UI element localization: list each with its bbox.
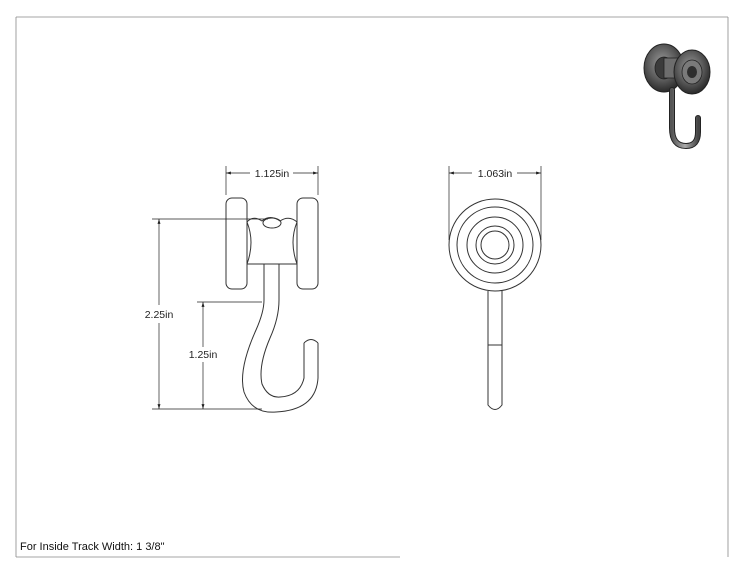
left-wheel: [225, 197, 248, 290]
track-width-note: For Inside Track Width: 1 3/8": [20, 541, 165, 553]
side-view: [448, 198, 542, 410]
hook-stem: [487, 291, 503, 410]
dimension-overall-height: 2.25in: [145, 218, 268, 410]
wheel-outer-rim: [448, 198, 542, 292]
right-wheel: [296, 197, 319, 290]
dimension-hook-height: 1.25in: [189, 301, 262, 409]
dimension-label-overall-height: 2.25in: [145, 309, 174, 321]
front-view: [225, 197, 319, 413]
dimension-label-front-width: 1.125in: [255, 168, 290, 180]
isometric-thumbnail: [643, 43, 711, 150]
dimension-label-side-width: 1.063in: [478, 168, 513, 180]
sheet-border: [15, 16, 729, 558]
dimension-front-width: 1.125in: [225, 166, 319, 195]
dimension-label-hook-height: 1.25in: [189, 349, 218, 361]
dimension-side-width: 1.063in: [448, 166, 542, 240]
